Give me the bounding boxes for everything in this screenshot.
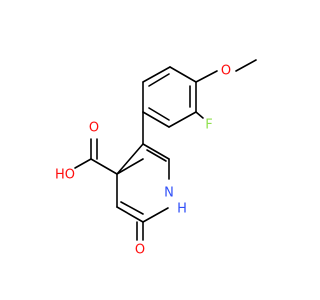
- bond: [195, 111, 204, 119]
- bond: [148, 73, 170, 87]
- acid-carbonyl-oxygen-label: O: [89, 121, 99, 136]
- fluorine-label: F: [205, 118, 212, 133]
- bond: [116, 158, 144, 175]
- bond: [142, 111, 170, 128]
- bond: [142, 66, 171, 83]
- bond: [235, 59, 257, 72]
- bond: [148, 107, 170, 121]
- bond: [116, 206, 144, 223]
- methoxy-oxygen-label: O: [221, 64, 231, 79]
- molecule-structure: O F O HO N H O: [55, 59, 257, 258]
- bond: [90, 158, 118, 175]
- ring-nitrogen-label: N: [164, 186, 174, 201]
- pyridinone-ring: [116, 143, 170, 223]
- phenyl-ring: [142, 66, 197, 128]
- ring-carbonyl-oxygen-label: O: [135, 243, 145, 258]
- bond: [142, 143, 170, 160]
- molecule-canvas: O F O HO N H O: [54, 59, 257, 258]
- bond: [195, 70, 218, 83]
- acid-hydroxyl-label: HO: [55, 168, 75, 183]
- bond: [168, 111, 197, 128]
- bond: [169, 66, 197, 83]
- bond: [74, 158, 92, 169]
- bond: [116, 143, 144, 175]
- bond: [142, 207, 169, 223]
- bond: [120, 201, 144, 215]
- ring-nh-hydrogen-label: H: [177, 202, 187, 217]
- bond: [146, 149, 167, 162]
